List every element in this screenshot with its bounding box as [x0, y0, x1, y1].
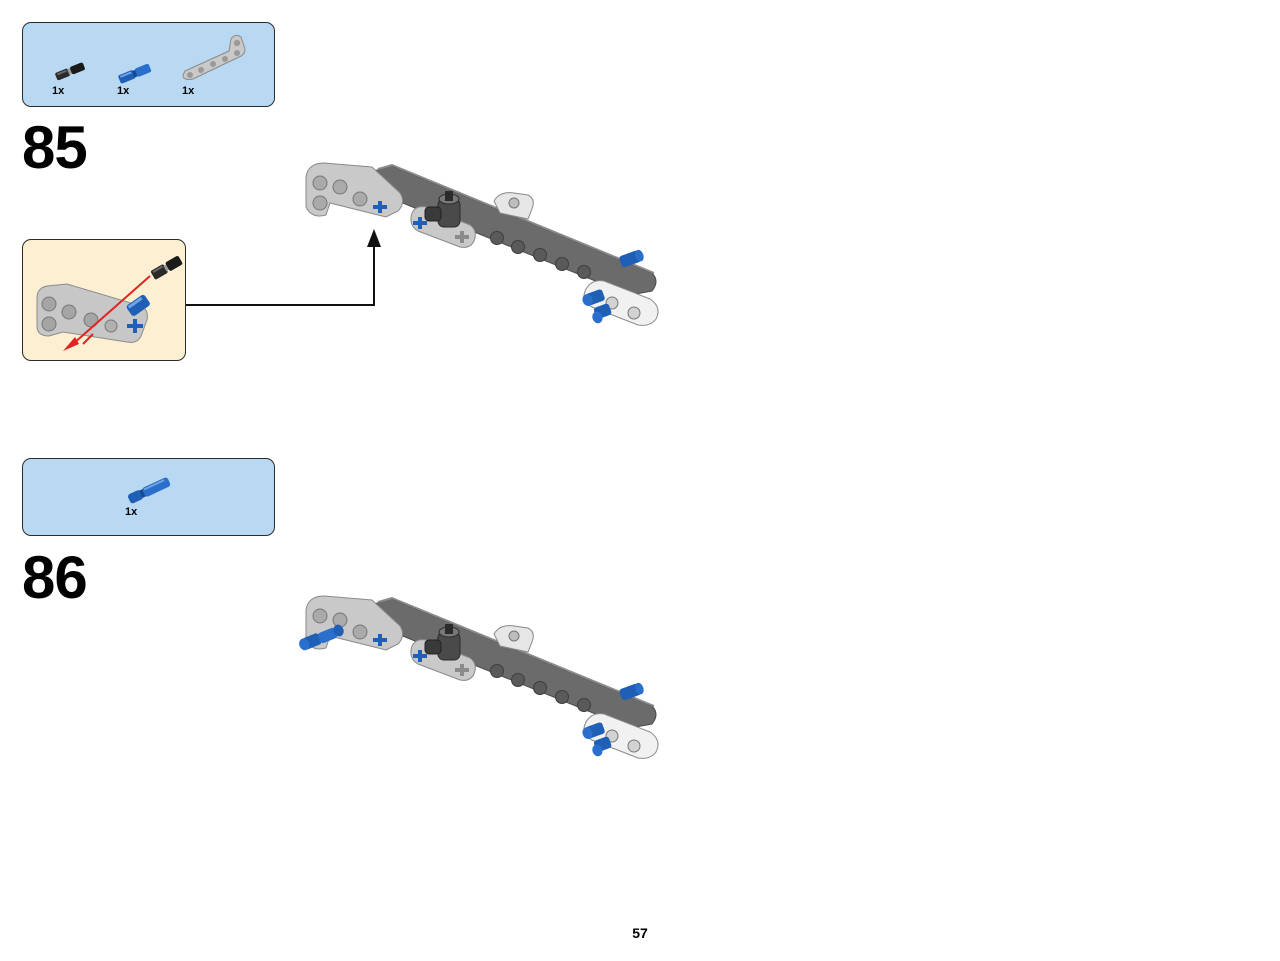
- grey-angle-beam-icon: [182, 34, 246, 80]
- quantity-label: 1x: [117, 85, 130, 97]
- parts-list-step-86: 1x: [22, 458, 275, 536]
- callout-arrow: [186, 229, 381, 306]
- parts-list-step-85: 1x 1x 1x: [22, 22, 275, 107]
- subassembly-callout: [22, 239, 186, 361]
- page-number: 57: [632, 925, 648, 941]
- black-axle-pin-icon: [55, 62, 85, 81]
- step-number: 86: [22, 544, 88, 611]
- quantity-label: 1x: [182, 85, 195, 97]
- quantity-label: 1x: [125, 506, 138, 518]
- subassembly-illustration: [36, 256, 183, 351]
- blue-pin-icon: [128, 477, 171, 504]
- model-assembly-step-86: [299, 595, 659, 759]
- step-number: 85: [22, 114, 88, 181]
- blue-axle-pin-icon: [118, 63, 152, 84]
- model-assembly-step-85: [305, 162, 659, 326]
- quantity-label: 1x: [52, 85, 65, 97]
